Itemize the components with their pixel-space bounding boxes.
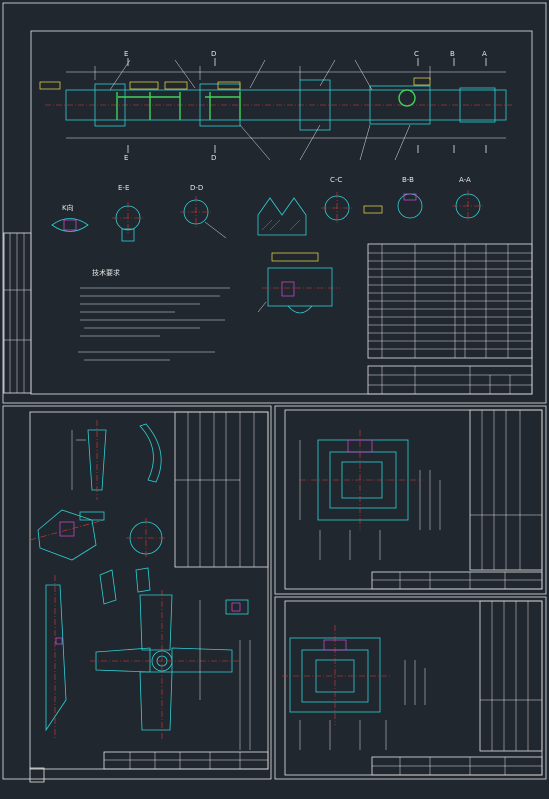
section-label-a: A-A: [459, 176, 471, 184]
cut-letter-d: D: [211, 50, 216, 58]
cut-letter-e-bottom: E: [124, 154, 128, 162]
coupling-detail: [257, 252, 340, 314]
notes-title: 技术要求: [92, 268, 120, 277]
section-label-e: E-E: [118, 184, 129, 192]
section-label-c: C-C: [330, 176, 342, 184]
cut-letter-a: A: [482, 50, 487, 58]
section-label-b: B-B: [402, 176, 414, 184]
section-label-k: K向: [62, 203, 74, 212]
parts-list-table: [367, 243, 533, 359]
cut-letter-c: C: [414, 50, 419, 58]
title-block-top: [367, 365, 533, 395]
section-views: K向 E-E D-D C-C B-B A-A: [51, 176, 484, 242]
top-sheet: [2, 2, 547, 404]
flange-sheet-lower: [274, 596, 547, 780]
shaft-assembly-view: E D C B A E D: [39, 50, 512, 162]
cut-letter-e: E: [124, 50, 128, 58]
parts-list-rows: [368, 252, 532, 350]
technical-notes: 技术要求: [78, 268, 230, 361]
flange-sheet-upper: [274, 405, 547, 595]
section-label-d: D-D: [190, 184, 203, 192]
cut-letter-b: B: [450, 50, 455, 58]
agitator-sheet: [2, 405, 272, 783]
cut-letter-d-bottom: D: [211, 154, 216, 162]
